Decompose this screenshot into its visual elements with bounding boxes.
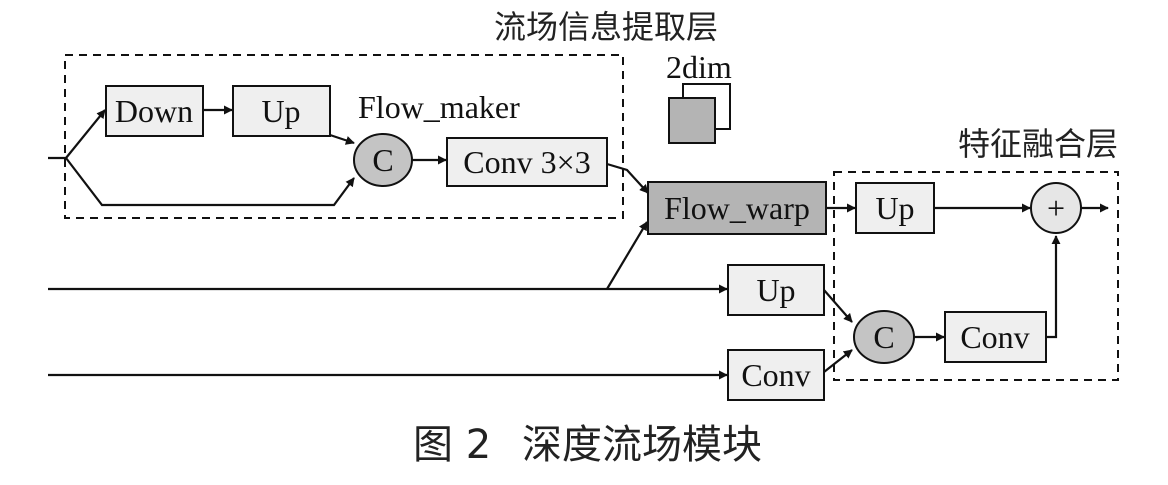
- edge-convbottom-concat: [823, 349, 853, 373]
- flow-warp-label: Flow_warp: [664, 190, 810, 226]
- dim-label: 2dim: [666, 49, 732, 85]
- down-label: Down: [115, 93, 193, 129]
- conv3x3-label: Conv 3×3: [463, 144, 590, 180]
- up-fusion-label: Up: [875, 190, 914, 226]
- conv3x3-block: Conv 3×3: [446, 137, 608, 187]
- conv-fusion-block: Conv: [944, 311, 1047, 363]
- flow-warp-block: Flow_warp: [647, 181, 827, 235]
- connections: [48, 105, 1109, 380]
- edge-upmid-concat: [823, 289, 853, 323]
- add-node: +: [1030, 182, 1082, 234]
- up-fusion-block: Up: [855, 182, 935, 234]
- down-block: Down: [105, 85, 204, 137]
- edge-conv3x3-flowwarp: [606, 162, 649, 194]
- figure-title: 深度流场模块: [522, 422, 762, 468]
- figure-number: 图 2: [413, 422, 491, 468]
- add-label: +: [1047, 190, 1065, 226]
- group-title-flow-extraction: 流场信息提取层: [494, 8, 718, 46]
- feature-map-icon: [668, 83, 731, 144]
- conv-fusion-label: Conv: [960, 319, 1029, 355]
- concat-top-label: C: [372, 142, 393, 178]
- conv-bottom-label: Conv: [741, 357, 810, 393]
- up-top-block: Up: [232, 85, 331, 137]
- feature-fusion-group: [833, 171, 1119, 381]
- up-mid-block: Up: [727, 264, 825, 316]
- up-top-label: Up: [261, 93, 300, 129]
- edge-up-concat: [329, 133, 355, 145]
- group-title-feature-fusion: 特征融合层: [958, 125, 1118, 163]
- concat-top-node: C: [353, 133, 413, 187]
- flow-maker-label: Flow_maker: [358, 89, 520, 125]
- edge-split-concat: [65, 157, 355, 207]
- up-mid-label: Up: [756, 272, 795, 308]
- conv-bottom-block: Conv: [727, 349, 825, 401]
- edge-mid-flowwarp: [606, 221, 648, 290]
- concat-bottom-label: C: [873, 319, 894, 355]
- edge-split-down: [65, 109, 106, 159]
- edge-convfusion-add: [1046, 235, 1061, 339]
- concat-bottom-node: C: [853, 310, 915, 364]
- flow-extraction-group: [64, 54, 624, 219]
